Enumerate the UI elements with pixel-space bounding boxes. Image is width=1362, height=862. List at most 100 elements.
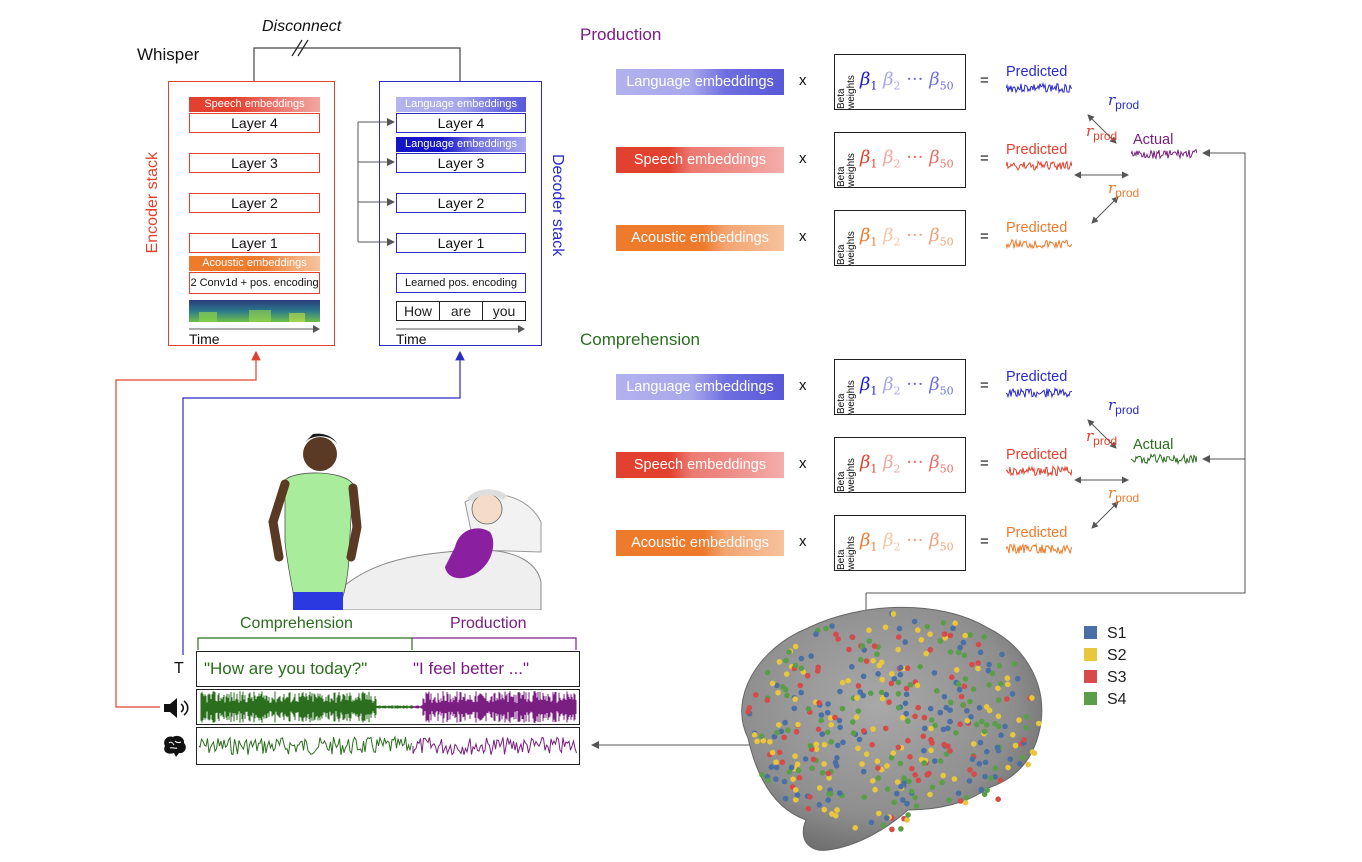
electrode-dot [927, 791, 933, 798]
electrode-dot [825, 770, 832, 777]
electrode-dot [957, 721, 963, 727]
electrode-dot [1023, 724, 1030, 731]
electrode-dot [962, 799, 969, 806]
comprehension-speech-beta-box: Beta weights β1 β2 ··· β50 [834, 437, 966, 493]
electrode-dot [904, 800, 910, 807]
electrode-dot [895, 691, 902, 697]
beta-ellipsis: ··· [906, 530, 924, 551]
comprehension-language-equals: = [980, 377, 989, 394]
electrode-dot [915, 777, 922, 784]
electrode-dot [1004, 675, 1011, 681]
electrode-dot [956, 686, 963, 693]
electrode-dot [967, 767, 973, 773]
electrode-dot [923, 650, 929, 657]
disconnect-mark-1 [291, 39, 303, 57]
electrode-dot [1017, 761, 1023, 767]
electrode-dot [773, 759, 779, 765]
electrode-dot [753, 692, 759, 698]
electrode-dot [837, 724, 843, 731]
electrode-dot [829, 623, 835, 629]
beta-ellipsis: ··· [906, 452, 924, 473]
electrode-dot [964, 708, 970, 714]
electrode-dot [900, 797, 906, 803]
production-r-speech: rprod [1086, 122, 1117, 143]
electrode-dot [1012, 661, 1018, 667]
electrode-dot [945, 725, 951, 732]
bottom-production-label: Production [450, 615, 527, 632]
electrode-dot [884, 763, 890, 769]
electrode-dot [837, 790, 843, 796]
audio-input-path [115, 350, 261, 708]
r-subscript: prod [1115, 403, 1140, 417]
electrode-dot [895, 704, 902, 711]
legend-swatch [1084, 626, 1097, 639]
electrode-dot [975, 660, 981, 666]
electrode-dot [792, 662, 799, 669]
comprehension-language-predicted: Predicted [1006, 369, 1068, 385]
electrode-dot [869, 778, 876, 784]
electrode-dots [745, 610, 1042, 833]
electrode-dot [839, 679, 846, 686]
electrode-dot [802, 756, 809, 762]
electrode-dot [927, 647, 934, 653]
electrode-dot [834, 755, 840, 761]
beta-1-symbol: β [860, 69, 871, 90]
legend-label: S1 [1107, 625, 1127, 642]
beta-1-index: 1 [870, 157, 878, 171]
beta-1-symbol: β [860, 225, 871, 246]
electrode-dot [882, 624, 889, 631]
legend-label: S2 [1107, 647, 1127, 664]
beta-1-index: 1 [870, 540, 878, 554]
electrode-dot [934, 688, 940, 694]
electrode-dot [994, 744, 1001, 751]
beta-2-index: 2 [893, 79, 901, 93]
electrode-dot [758, 733, 765, 739]
electrode-dot [798, 689, 804, 696]
disconnect-line [253, 47, 461, 81]
electrode-dot [821, 761, 827, 767]
beta-2-index: 2 [893, 384, 901, 398]
production-acoustic-beta-box: Beta weights β1 β2 ··· β50 [834, 210, 966, 266]
electrode-dot [776, 659, 783, 665]
beta-50-index: 50 [939, 384, 954, 398]
electrode-dot [912, 772, 918, 778]
electrode-dot [781, 778, 788, 785]
beta-50-index: 50 [939, 540, 954, 554]
legend-item-s2: S2 [1084, 647, 1127, 665]
electrode-dot [805, 706, 812, 712]
electrode-dot [937, 758, 944, 764]
beta-2-index: 2 [893, 157, 901, 171]
production-r-acoustic: rprod [1108, 179, 1139, 200]
electrode-dot [855, 708, 862, 714]
electrode-dot [912, 713, 918, 720]
electrode-dot [850, 719, 856, 725]
electrode-dot [941, 631, 948, 637]
electrode-dot [793, 787, 799, 793]
electrode-dot [967, 698, 973, 705]
r-symbol: r [1086, 122, 1094, 140]
beta-weights-label: Beta weights [836, 380, 857, 414]
electrode-dot [975, 641, 982, 648]
electrode-dot [998, 732, 1004, 738]
electrode-dot [992, 774, 998, 780]
r-subscript: prod [1093, 434, 1118, 448]
beta-2-index: 2 [893, 235, 901, 249]
electrode-dot [773, 776, 779, 782]
electrode-dot [894, 779, 901, 785]
electrode-dot [855, 683, 862, 689]
electrode-dot [890, 611, 897, 617]
production-language-equals: = [980, 72, 989, 89]
beta-50-index: 50 [939, 235, 954, 249]
electrode-dot [981, 791, 988, 798]
electrode-dot [764, 669, 771, 676]
production-acoustic-equals: = [980, 228, 989, 245]
electrode-dot [884, 786, 891, 792]
electrode-dot [860, 768, 867, 775]
comprehension-speech-equals: = [980, 455, 989, 472]
comprehension-speech-embeddings: Speech embeddings [616, 452, 784, 478]
t-label: T [174, 660, 184, 677]
electrode-dot [855, 745, 861, 752]
electrode-dot [995, 796, 1001, 802]
token-are: are [440, 301, 483, 321]
electrode-dot [997, 777, 1004, 784]
